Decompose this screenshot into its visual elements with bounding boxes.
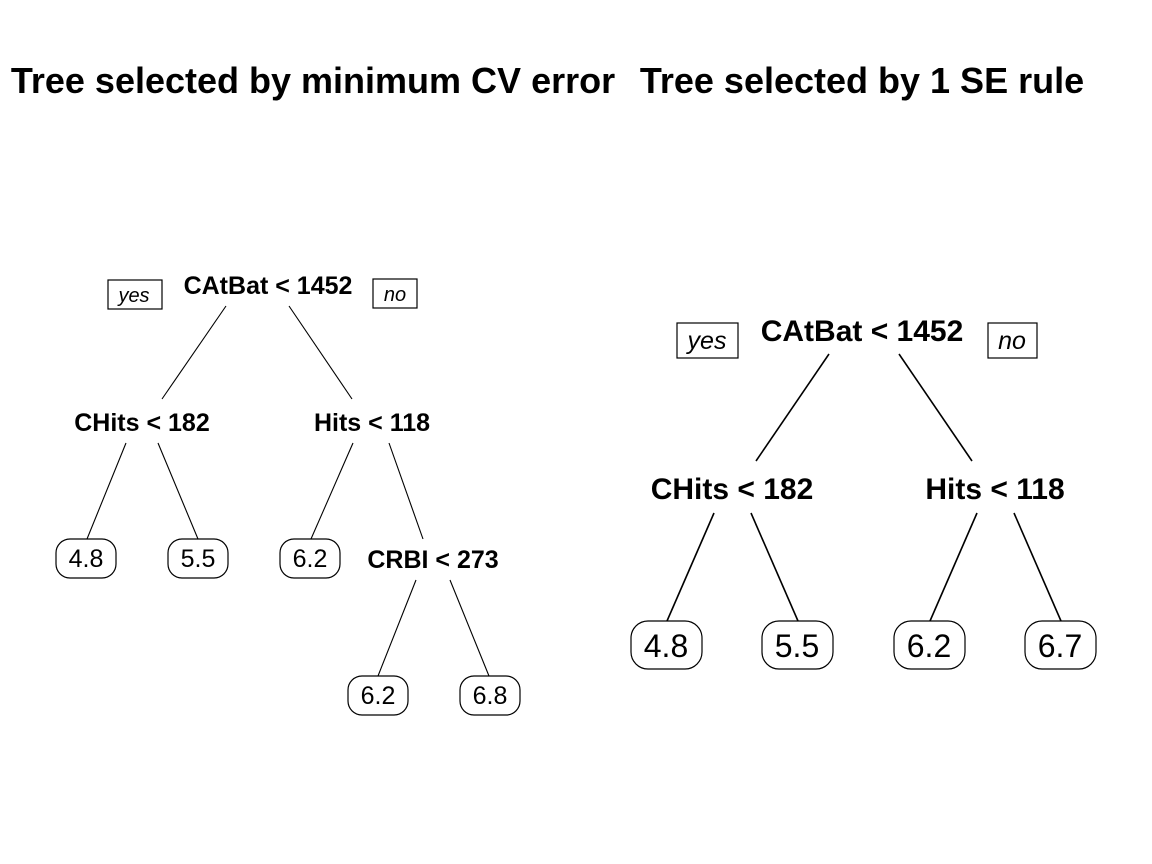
right-yes-label: yes [686,327,727,355]
left-root-split: CAtBat < 1452 [184,272,353,300]
right-edge-chits-left [666,512,715,622]
right-yes-box [676,322,739,359]
right-no-box [987,322,1038,359]
left-chits-split: CHits < 182 [74,409,210,437]
right-leaf-1-value: 4.8 [644,628,688,664]
left-crbi-split: CRBI < 273 [367,546,498,574]
left-leaf-1 [55,538,117,579]
left-edge-root-right [288,305,353,400]
left-tree-title: Tree selected by minimum CV error [11,60,615,101]
left-leaf-2 [167,538,229,579]
left-leaf-4-value: 6.2 [361,682,396,710]
left-yes-label: yes [116,285,149,307]
right-leaf-2 [761,620,834,670]
right-leaf-3 [893,620,966,670]
right-edge-root-right [898,353,973,462]
right-leaf-1 [630,620,703,670]
right-tree-title: Tree selected by 1 SE rule [640,60,1084,101]
right-no-label: no [998,327,1026,355]
left-leaf-3-value: 6.2 [293,545,328,573]
left-leaf-5 [459,675,521,716]
left-edge-chits-left [86,442,127,540]
right-tree: yes no CAtBat < 1452 CHits < 182 Hits < … [630,315,1097,670]
left-leaf-3 [279,538,341,579]
left-no-label: no [384,284,406,306]
left-no-box [372,278,418,309]
right-leaf-4-value: 6.7 [1038,628,1082,664]
left-leaf-5-value: 6.8 [473,682,508,710]
left-edge-hits-left [310,442,354,540]
left-edge-chits-right [157,442,199,540]
right-edge-hits-left [929,512,978,622]
left-tree: yes no CAtBat < 1452 CHits < 182 Hits < … [55,272,521,716]
left-edge-crbi-left [377,579,417,677]
left-edge-root-left [161,305,227,400]
right-leaf-4 [1024,620,1097,670]
right-leaf-2-value: 5.5 [775,628,819,664]
right-edge-chits-right [750,512,799,622]
right-edge-root-left [755,353,830,462]
right-leaf-3-value: 6.2 [907,628,951,664]
left-edge-hits-right [388,442,424,540]
right-hits-split: Hits < 118 [925,473,1064,506]
right-edge-hits-right [1013,512,1062,622]
left-edge-crbi-right [449,579,490,677]
left-yes-box [107,279,163,310]
left-hits-split: Hits < 118 [314,409,430,437]
right-chits-split: CHits < 182 [651,473,814,506]
left-leaf-2-value: 5.5 [181,545,216,573]
right-root-split: CAtBat < 1452 [761,315,964,348]
left-leaf-1-value: 4.8 [69,545,104,573]
left-leaf-4 [347,675,409,716]
